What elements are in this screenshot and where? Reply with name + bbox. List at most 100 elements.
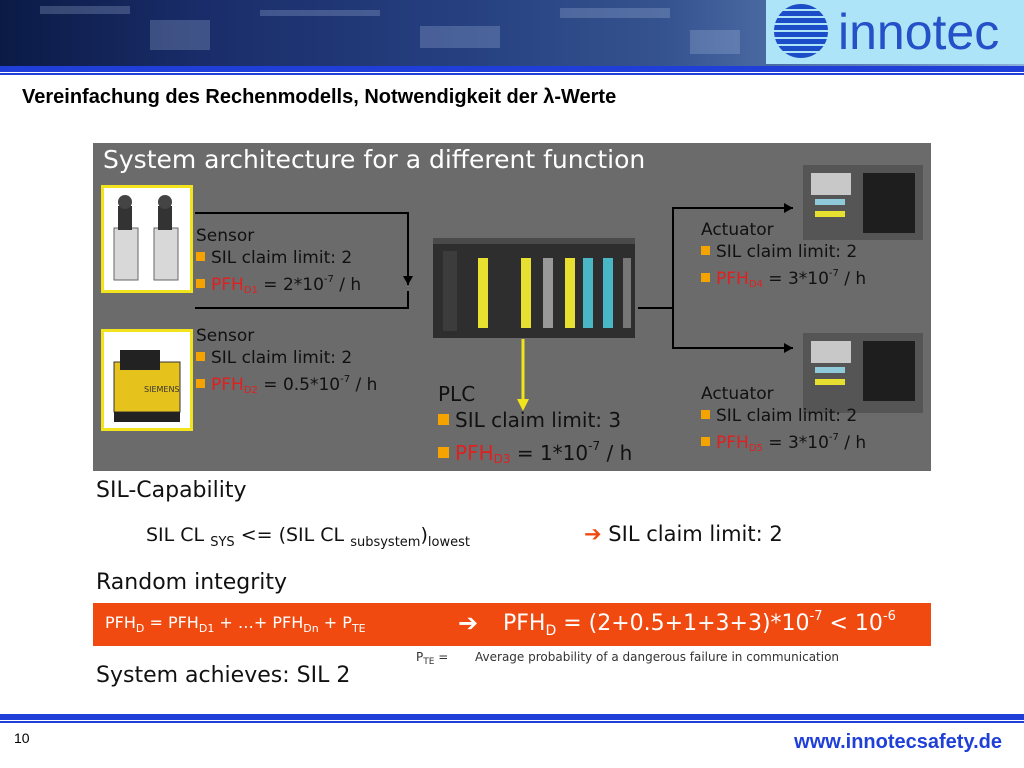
actuator1-pfh-label: PFH (716, 269, 749, 289)
actuator2-sil-text: SIL claim limit: 2 (716, 406, 858, 426)
sensor1-pfh-exp: -7 (323, 274, 334, 285)
arrowhead-icon (784, 203, 793, 213)
actuator2-heading: Actuator (701, 384, 774, 404)
sensor2-pfh-label: PFH (211, 375, 244, 395)
sensor1-pfh-label: PFH (211, 275, 244, 295)
sensor2-pfh-value: = 0.5*10 (263, 375, 341, 395)
actuator1-pfh-unit: / h (844, 269, 867, 289)
arrowhead-icon (403, 276, 413, 285)
actuator2-pfh-label: PFH (716, 433, 749, 453)
pte-sub: TE (423, 657, 435, 667)
sensor2-connector (195, 291, 409, 309)
pfh-result-formula: PFHD = (2+0.5+1+3+3)*10-7 < 10-6 (503, 609, 896, 639)
bullet-icon (701, 246, 710, 255)
sensor1-heading: Sensor (196, 226, 255, 246)
sensor2-pfh: PFHD2 = 0.5*10-7 / h (196, 369, 377, 402)
footer-rule (0, 714, 1024, 720)
pfh-calculation-bar: PFHD = PFHD1 + …+ PFHDn + PTE ➔ PFHD = (… (93, 603, 931, 646)
sensor2-sil: SIL claim limit: 2 (196, 347, 377, 369)
pte-text: Average probability of a dangerous failu… (475, 650, 840, 664)
sil-result-text: SIL claim limit: 2 (608, 522, 783, 546)
arrowhead-icon (784, 343, 793, 353)
logo-globe-icon (774, 4, 828, 58)
actuator2-pfh-sub: D5 (748, 443, 763, 454)
pfh-sum-formula: PFHD = PFHD1 + …+ PFHDn + PTE (105, 613, 366, 635)
circuit-decor (690, 30, 740, 54)
pte-eq: = (434, 650, 453, 664)
bullet-icon (438, 414, 449, 425)
formula-lowest-sub: lowest (427, 535, 470, 550)
sensor2-photo: SIEMENS (101, 329, 193, 431)
sensor1-sil-text: SIL claim limit: 2 (211, 248, 353, 268)
formula-part: ) (420, 524, 428, 546)
sensor-brand-label: SIEMENS (144, 385, 180, 394)
plc-pfh-sub: D3 (493, 452, 511, 466)
sensor1-photo (101, 185, 193, 293)
bullet-icon (196, 252, 205, 261)
sensor1-pfh-sub: D1 (243, 285, 258, 296)
pte-symbol: P (416, 650, 424, 664)
formula-part: = (2+0.5+1+3+3)*10 (556, 611, 810, 636)
actuator1-connector (638, 207, 793, 309)
formula-sup: -6 (882, 609, 896, 624)
actuator1-pfh-exp: -7 (828, 268, 839, 279)
random-integrity-heading: Random integrity (96, 570, 288, 595)
actuator2-pfh-exp: -7 (828, 432, 839, 443)
bullet-icon (701, 273, 710, 282)
sensor2-pfh-unit: / h (355, 375, 378, 395)
sensor2-pfh-exp: -7 (340, 374, 351, 385)
bullet-icon (438, 447, 449, 458)
sensor2-heading: Sensor (196, 326, 255, 346)
bullet-icon (701, 437, 710, 446)
formula-part: + P (318, 613, 352, 632)
header-rule (0, 73, 1024, 75)
sensor1-pfh-value: = 2*10 (263, 275, 324, 295)
formula-sup: -7 (809, 609, 823, 624)
sensor2-pfh-sub: D2 (243, 385, 258, 396)
formula-sub: TE (351, 622, 366, 635)
actuator2-label: Actuator SIL claim limit: 2 PFHD5 = 3*10… (701, 383, 866, 460)
arrowhead-icon (517, 399, 529, 411)
sensor1-connector (195, 212, 409, 285)
sensor2-sil-text: SIL claim limit: 2 (211, 348, 353, 368)
formula-part: PFH (503, 611, 546, 636)
actuator1-label: Actuator SIL claim limit: 2 PFHD4 = 3*10… (701, 219, 866, 296)
plc-pfh-label: PFH (455, 441, 494, 465)
arrow-right-icon: ➔ (584, 522, 602, 546)
architecture-diagram: System architecture for a different func… (93, 143, 931, 471)
formula-part: + …+ PFH (214, 613, 304, 632)
formula-sys-sub: SYS (210, 535, 235, 550)
actuator1-sil: SIL claim limit: 2 (701, 241, 866, 263)
circuit-decor (560, 8, 670, 18)
logo-text: innotec (838, 4, 1000, 60)
actuator2-hardware (803, 333, 923, 413)
sensor1-pfh-unit: / h (339, 275, 362, 295)
actuator2-pfh-value: = 3*10 (768, 433, 829, 453)
system-achieves-text: System achieves: SIL 2 (96, 663, 351, 688)
footer-rule (0, 721, 1024, 723)
sensor1-label: Sensor SIL claim limit: 2 PFHD1 = 2*10-7… (196, 225, 361, 302)
formula-sub: D (135, 622, 145, 635)
actuator1-sil-text: SIL claim limit: 2 (716, 242, 858, 262)
arrow-right-icon: ➔ (458, 609, 479, 637)
website-link[interactable]: www.innotecsafety.de (794, 731, 1002, 753)
actuator2-pfh-unit: / h (844, 433, 867, 453)
sensor1-sil: SIL claim limit: 2 (196, 247, 361, 269)
bullet-icon (701, 410, 710, 419)
header-rule (0, 66, 1024, 72)
plc-pfh: PFHD3 = 1*10-7 / h (438, 433, 632, 472)
company-logo: innotec (766, 0, 1024, 64)
header-banner: innotec (0, 0, 1024, 66)
bullet-icon (196, 279, 205, 288)
connector-lines (195, 165, 923, 413)
page-number: 10 (14, 730, 30, 746)
actuator1-heading: Actuator (701, 220, 774, 240)
position-switch-image (113, 195, 179, 281)
plc-heading: PLC (438, 382, 476, 406)
plc-pfh-exp: -7 (588, 439, 601, 453)
formula-part: PFH (105, 613, 136, 632)
bullet-icon (196, 352, 205, 361)
circuit-decor (40, 6, 130, 14)
plc-sil: SIL claim limit: 3 (438, 407, 632, 433)
actuator1-hardware (803, 165, 923, 240)
